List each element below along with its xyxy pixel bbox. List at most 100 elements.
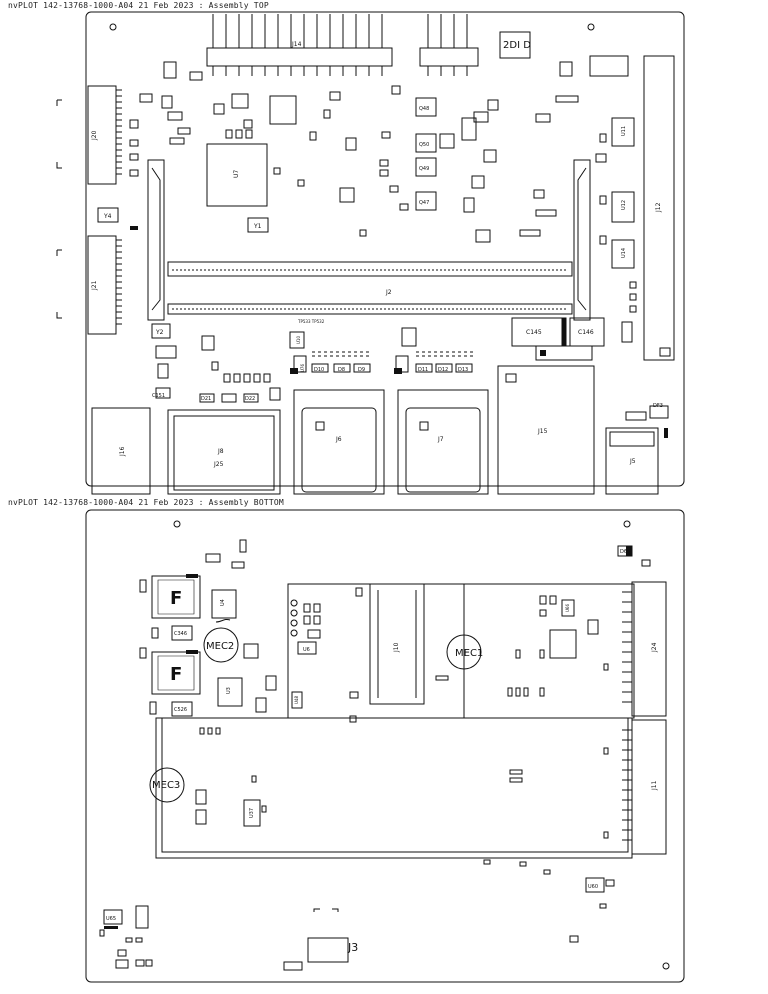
bottom-fill-mark-1 — [186, 574, 198, 578]
label-d9: D9 — [358, 367, 365, 373]
j11-connector — [622, 719, 667, 855]
j3-connector — [307, 937, 349, 963]
bottom-small-components — [99, 539, 651, 969]
df3-part — [649, 405, 669, 419]
mec3-marker — [149, 767, 185, 803]
label-q50: Q50 — [419, 142, 429, 148]
top-fill-mark-4 — [540, 350, 546, 356]
c-divider — [561, 317, 567, 347]
label-j3: J3 — [347, 941, 358, 954]
top-mount-hole-1 — [109, 23, 117, 31]
label-j25: J25 — [213, 461, 224, 468]
q49-part — [415, 157, 437, 177]
fuse-inner — [157, 579, 195, 691]
label-u14: U14 — [621, 248, 627, 258]
label-j16: J16 — [119, 446, 126, 457]
u76-part — [293, 355, 307, 373]
fuse-block-2 — [151, 651, 201, 695]
u67-part — [625, 411, 647, 421]
label-mec3: MEC3 — [152, 780, 180, 791]
u4-part — [211, 589, 237, 619]
label-c526: C526 — [174, 707, 187, 713]
label-fuse-2: F — [170, 664, 182, 685]
q48-part — [415, 97, 437, 117]
label-d6: D6 — [620, 549, 627, 555]
f19-part — [535, 345, 593, 361]
j15-pin1 — [505, 373, 517, 383]
u48-part — [291, 691, 303, 709]
bottom-fill-mark-3 — [626, 546, 632, 556]
bottom-fill-mark-2 — [186, 650, 198, 654]
j5-connector — [605, 427, 659, 495]
j5-usb-c-port — [609, 431, 655, 447]
c346-capacitor — [171, 625, 193, 641]
u-part-right — [401, 327, 417, 347]
top-board-outline — [85, 11, 685, 487]
q50-part — [415, 133, 437, 153]
label-u65: U65 — [106, 916, 116, 922]
j3-marker — [313, 908, 339, 912]
top-mount-hole-2 — [587, 23, 595, 31]
j24-connector — [622, 581, 667, 717]
label-y1: Y1 — [253, 223, 262, 230]
label-j10: J10 — [393, 642, 400, 653]
label-u4: U4 — [220, 599, 226, 606]
label-j5: J5 — [629, 458, 636, 465]
j12-pin1 — [659, 347, 671, 357]
bottom-mount-hole-2 — [623, 520, 631, 528]
j12-connector — [643, 55, 675, 361]
u10-part — [289, 331, 305, 349]
label-mec2: MEC2 — [206, 641, 234, 652]
q47-part — [415, 191, 437, 211]
mec1-marker — [446, 634, 482, 670]
label-mec1: MEC1 — [455, 648, 483, 659]
j10-connector — [369, 583, 425, 705]
label-q47: Q47 — [419, 200, 429, 206]
bottom-board-outline — [85, 509, 685, 983]
u11-part — [611, 117, 635, 147]
label-y4: Y4 — [103, 213, 112, 220]
label-u66: U66 — [565, 604, 570, 612]
j14-header — [206, 14, 479, 76]
label-j6: J6 — [335, 436, 342, 443]
top-fill-mark-2 — [290, 368, 298, 374]
j7-connector — [397, 389, 489, 495]
label-tp: TP533 TP532 — [297, 319, 325, 324]
label-df3: DF3 — [653, 403, 663, 409]
bottom-sheet-title: nvPLOT 142-13768-1000-A04 21 Feb 2023 : … — [8, 498, 284, 507]
label-j21: J21 — [91, 280, 98, 291]
top-small-components — [129, 61, 637, 403]
label-dio: 2DI D — [503, 40, 531, 51]
m2-module-inner — [161, 717, 629, 853]
d-led-row-left — [311, 351, 372, 373]
label-c145: C145 — [526, 329, 542, 336]
label-d12: D12 — [438, 367, 448, 373]
j15-connector — [497, 365, 595, 495]
y1-crystal — [247, 217, 269, 233]
label-u3: U3 — [226, 687, 232, 694]
bottom-fill-mark-4 — [104, 926, 118, 929]
u12-part — [611, 191, 635, 223]
c526-capacitor — [171, 701, 193, 717]
y4-crystal — [97, 207, 119, 223]
label-u37: U37 — [249, 808, 255, 818]
label-u11: U11 — [621, 126, 627, 136]
label-u7: U7 — [233, 170, 240, 178]
dio-box — [499, 31, 531, 59]
mec2-marker — [203, 627, 239, 663]
m2-slot-right-outline — [463, 583, 635, 719]
label-j8: J8 — [217, 448, 224, 455]
bottom-mount-hole-3 — [662, 962, 670, 970]
label-d10: D10 — [314, 367, 324, 373]
label-d22: D22 — [245, 396, 255, 402]
label-u10: U10 — [296, 336, 301, 344]
label-d8: D8 — [338, 367, 345, 373]
u14-part — [611, 239, 635, 269]
j6-inner — [301, 407, 377, 493]
label-c151: C151 — [152, 393, 165, 399]
d-led-row-right — [415, 351, 476, 373]
top-sheet-title: nvPLOT 142-13768-1000-A04 21 Feb 2023 : … — [8, 1, 269, 10]
u66-part — [561, 599, 575, 617]
j7-pin1 — [419, 421, 429, 431]
